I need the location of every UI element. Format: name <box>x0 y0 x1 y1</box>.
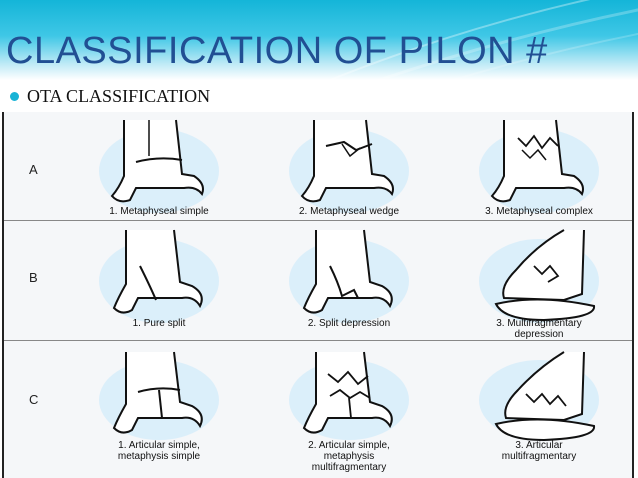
bone-illustration <box>479 119 599 213</box>
cell-label-line2: depression <box>514 329 564 340</box>
title-banner <box>0 0 638 80</box>
cell-label: 1. Articular simple, <box>118 440 200 451</box>
bone-illustration <box>289 119 409 213</box>
cell-label: 2. Split depression <box>307 318 391 329</box>
row-letter-a: A <box>29 162 38 177</box>
cell-b2: 2. Split depression <box>254 226 444 338</box>
bullet-text: OTA CLASSIFICATION <box>27 86 211 106</box>
cell-b3: 3. Multifragmentary depression <box>444 226 634 340</box>
bullet-icon <box>10 92 19 101</box>
bone-illustration <box>99 119 219 213</box>
row-divider <box>4 220 632 221</box>
classification-figure: A 1. Metaphyseal simple 2. Metaphyseal w… <box>2 112 634 478</box>
bone-illustration <box>479 229 599 323</box>
decorative-streaks <box>330 0 638 80</box>
cell-label: 1. Metaphyseal simple <box>109 206 209 217</box>
cell-c1: 1. Articular simple, metaphysis simple <box>64 348 254 476</box>
cell-label: 2. Metaphyseal wedge <box>298 206 400 217</box>
cell-label: 2. Articular simple, <box>308 440 390 451</box>
bone-illustration <box>99 351 219 440</box>
cell-b1: 1. Pure split <box>64 226 254 338</box>
cell-a1: 1. Metaphyseal simple <box>64 116 254 220</box>
cell-label: 1. Pure split <box>132 318 186 329</box>
cell-c2: 2. Articular simple, metaphysis multifra… <box>254 348 444 476</box>
cell-label: 3. Metaphyseal complex <box>485 206 593 217</box>
bone-illustration <box>99 229 219 323</box>
row-letter-b: B <box>29 270 38 285</box>
cell-a3: 3. Metaphyseal complex <box>444 116 634 220</box>
bone-illustration <box>479 351 599 442</box>
cell-label-line2: multifragmentary <box>501 451 577 462</box>
cell-label: 3. Articular <box>515 440 563 451</box>
cell-c3: 3. Articular multifragmentary <box>444 348 634 476</box>
bone-illustration <box>289 351 409 440</box>
cell-label-line2: metaphysis <box>323 451 375 462</box>
row-letter-c: C <box>29 392 39 407</box>
cell-a2: 2. Metaphyseal wedge <box>254 116 444 220</box>
cell-label-line3: multifragmentary <box>311 462 387 473</box>
cell-label: 3. Multifragmentary <box>496 318 582 329</box>
bone-illustration <box>289 229 409 323</box>
slide-title: CLASSIFICATION OF PILON # <box>6 30 548 72</box>
cell-label-line2: metaphysis simple <box>117 451 201 462</box>
row-divider <box>4 340 632 341</box>
bullet-item: OTA CLASSIFICATION <box>10 86 210 107</box>
